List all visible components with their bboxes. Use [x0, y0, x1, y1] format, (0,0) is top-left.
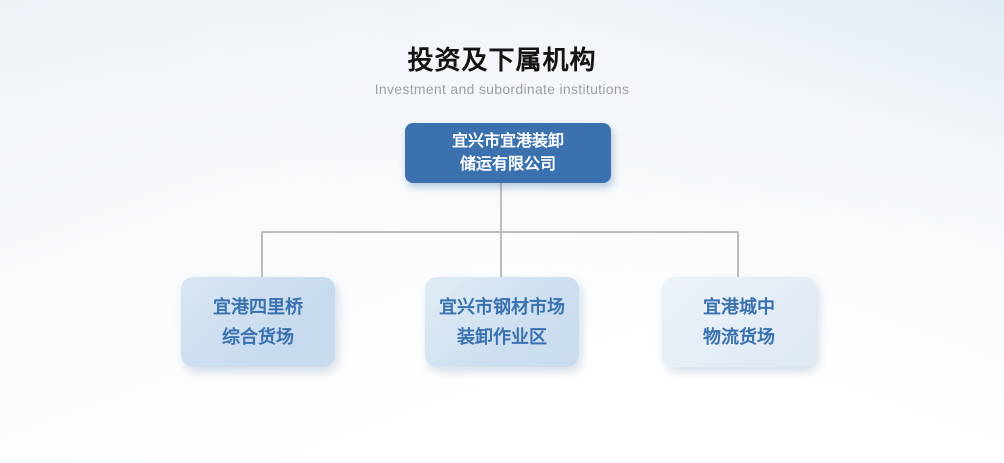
page-subtitle: Investment and subordinate institutions [374, 81, 630, 97]
page-title: 投资及下属机构 [407, 45, 597, 75]
org-node-child-1-line1: 宜港四里桥 [213, 297, 303, 317]
org-node-root-line1: 宜兴市宜港装卸 [451, 133, 564, 150]
chart-header: 投资及下属机构 Investment and subordinate insti… [0, 44, 1004, 98]
org-node-child-gangcai: 宜兴市钢材市场 装卸作业区 [425, 277, 579, 367]
connector-root-vertical [500, 183, 502, 232]
org-node-child-2-line2: 装卸作业区 [457, 327, 547, 347]
org-node-child-silidqiao: 宜港四里桥 综合货场 [181, 277, 335, 367]
connector-right-vertical [737, 231, 739, 277]
org-node-root: 宜兴市宜港装卸 储运有限公司 [405, 123, 611, 183]
org-node-child-chengzhong: 宜港城中 物流货场 [662, 277, 816, 367]
org-node-root-line2: 储运有限公司 [459, 156, 556, 173]
connector-middle-vertical [500, 231, 502, 277]
org-node-child-1-line2: 综合货场 [222, 327, 294, 347]
org-node-child-2-line1: 宜兴市钢材市场 [439, 297, 565, 317]
org-node-child-3-line2: 物流货场 [703, 327, 775, 347]
connector-left-vertical [261, 231, 263, 277]
org-node-child-3-line1: 宜港城中 [703, 297, 775, 317]
